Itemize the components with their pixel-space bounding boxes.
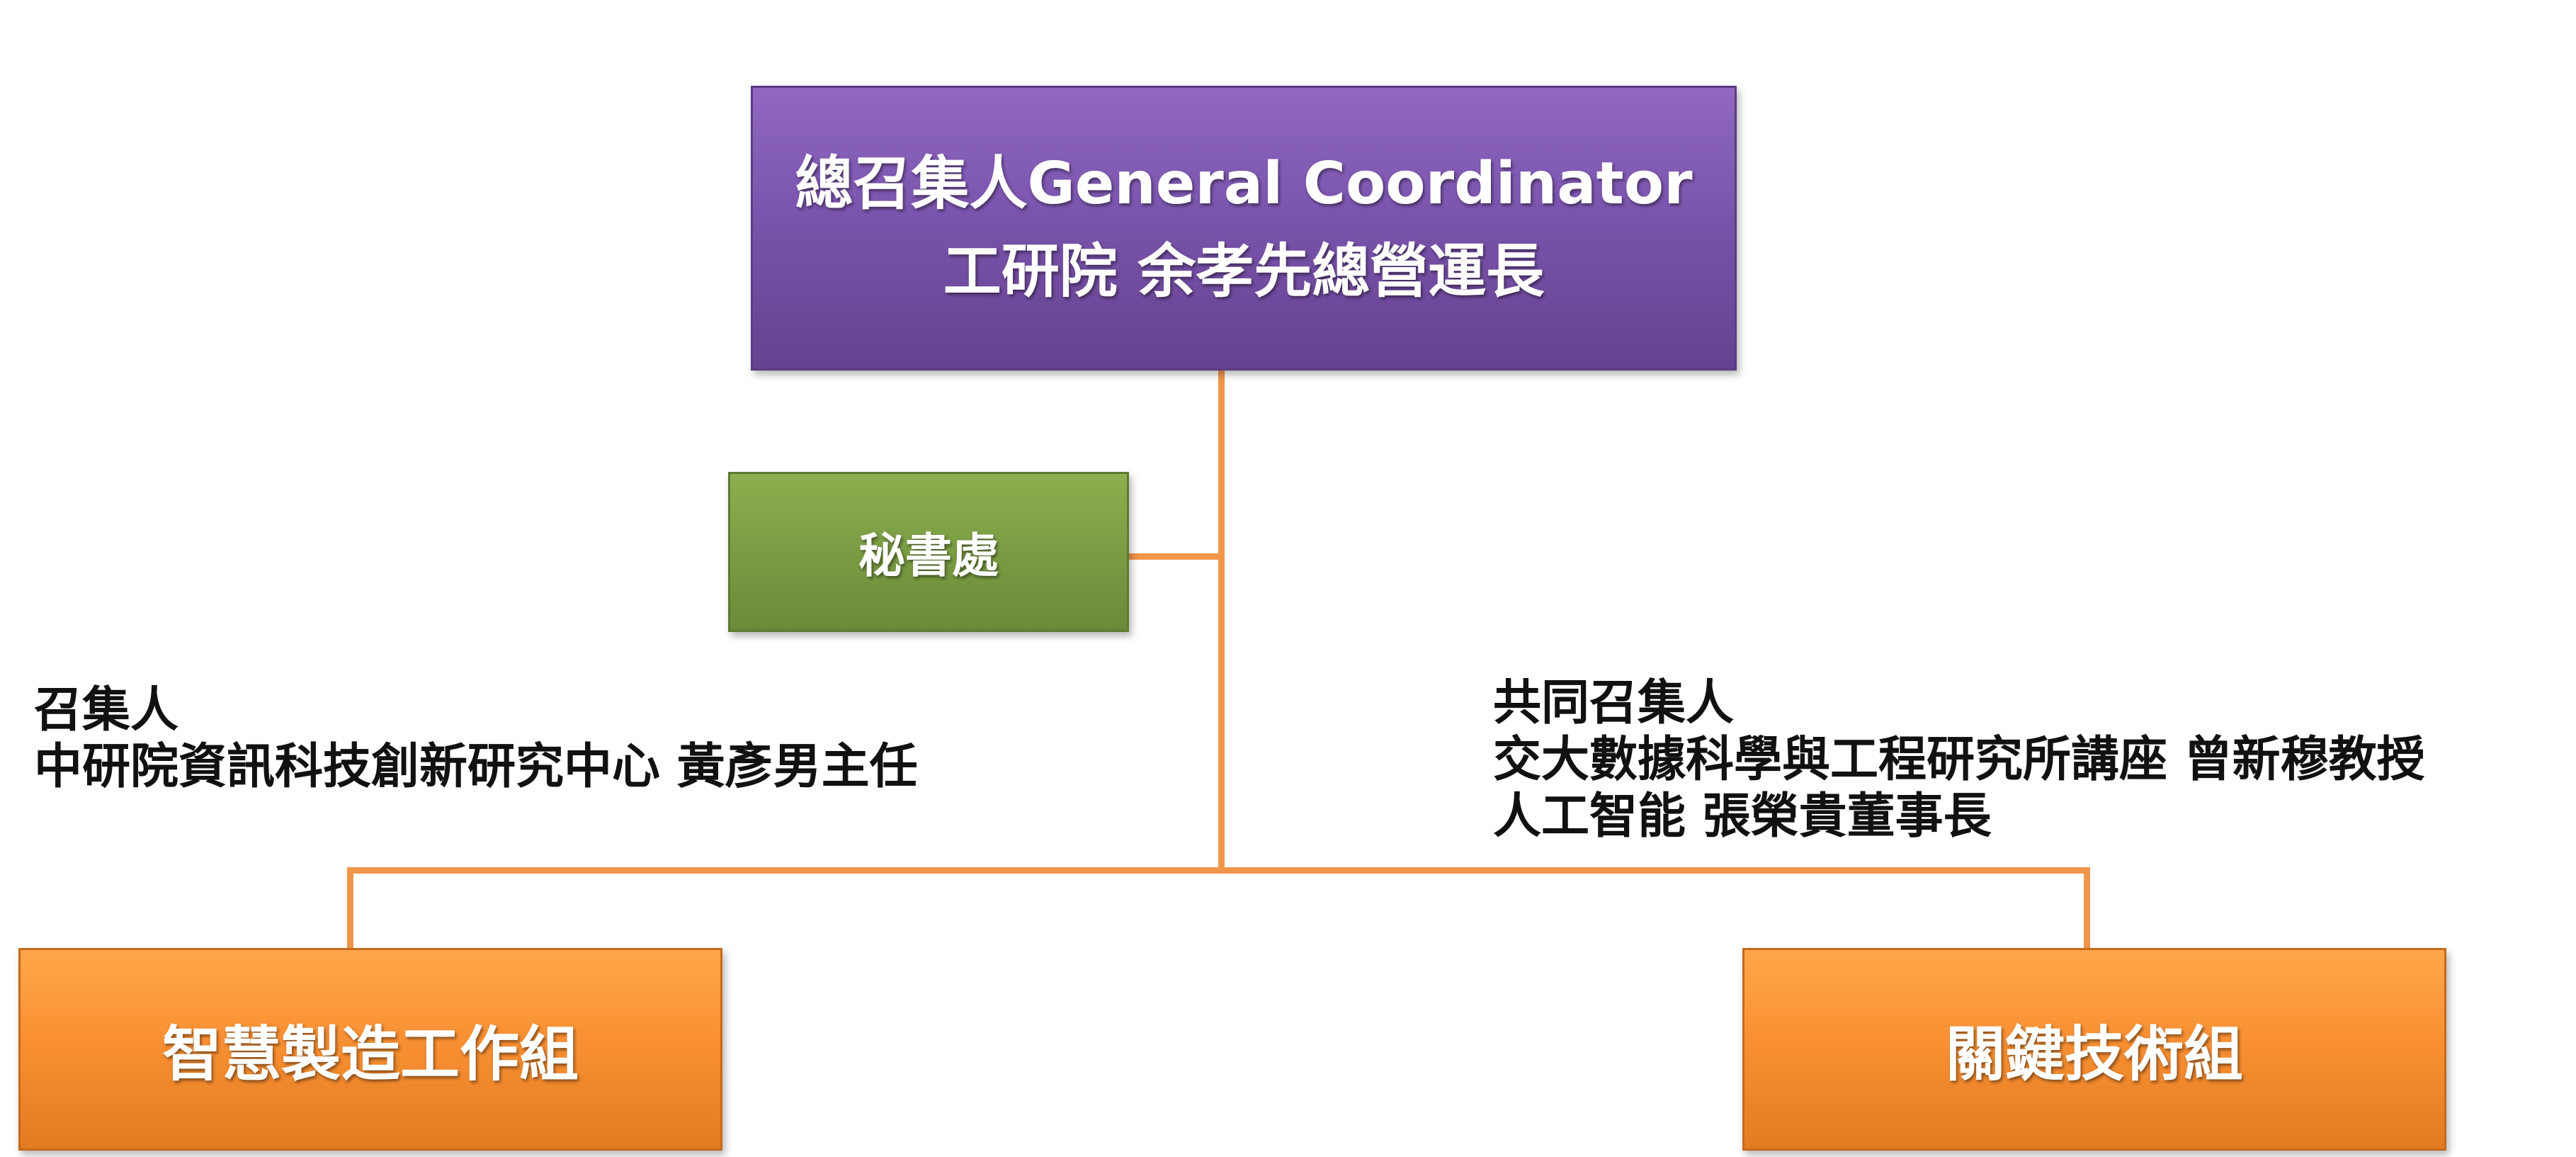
right-co-convener-role: 共同召集人 <box>1493 675 1735 731</box>
right-co-convener-name-2: 人工智能 張榮貴董事長 <box>1493 789 1992 845</box>
general-coordinator-title: 總召集人General Coordinator <box>795 150 1693 218</box>
connector-horizontal-bar <box>347 867 2090 874</box>
key-technology-group-label: 關鍵技術組 <box>1945 1019 2243 1089</box>
left-convener-role: 召集人 <box>34 682 179 738</box>
connector-left-drop <box>347 867 353 949</box>
key-technology-group-box: 關鍵技術組 <box>1742 948 2446 1151</box>
connector-secretariat <box>1129 553 1221 560</box>
connector-main-vertical <box>1218 371 1225 874</box>
secretariat-box: 秘書處 <box>728 472 1129 632</box>
smart-manufacturing-group-label: 智慧製造工作組 <box>161 1019 579 1089</box>
smart-manufacturing-group-box: 智慧製造工作組 <box>18 948 722 1151</box>
right-co-convener-name-1: 交大數據科學與工程研究所講座 曾新穆教授 <box>1493 732 2425 788</box>
right-co-convener-label: 共同召集人 交大數據科學與工程研究所講座 曾新穆教授 人工智能 張榮貴董事長 <box>1493 675 2425 845</box>
left-convener-label: 召集人 中研院資訊科技創新研究中心 黃彥男主任 <box>34 682 918 796</box>
general-coordinator-name: 工研院 余孝先總營運長 <box>943 238 1545 305</box>
general-coordinator-box: 總召集人General Coordinator 工研院 余孝先總營運長 <box>751 86 1737 371</box>
secretariat-label: 秘書處 <box>858 529 999 583</box>
connector-right-drop <box>2084 867 2090 949</box>
left-convener-name: 中研院資訊科技創新研究中心 黃彥男主任 <box>34 739 918 795</box>
